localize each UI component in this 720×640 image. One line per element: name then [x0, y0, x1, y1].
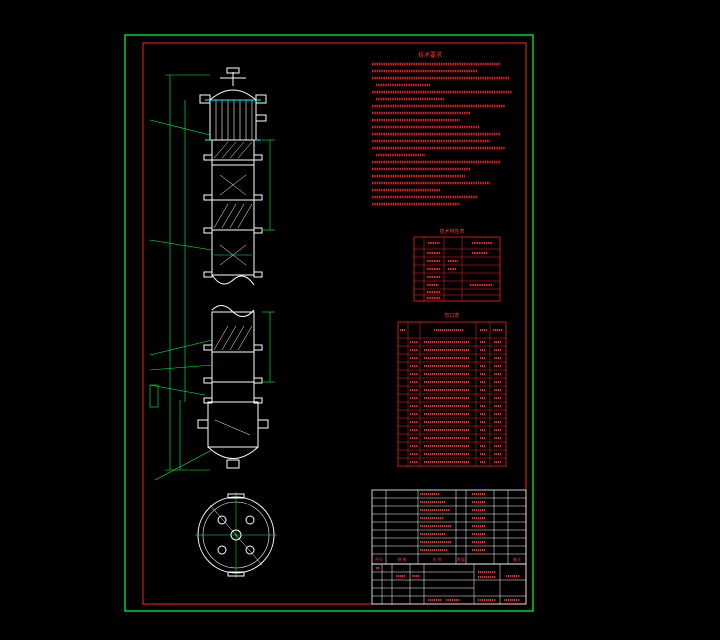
title-block — [371, 563, 527, 605]
column-elevation — [149, 67, 275, 481]
parts-header-no: 序号 — [375, 556, 383, 562]
table1-title: 技术特性表 — [439, 228, 464, 235]
technical-notes: 技术要求 — [372, 51, 512, 206]
section-view — [195, 492, 277, 578]
parts-header-remark: 备注 — [513, 556, 521, 562]
parts-header-name: 名 称 — [432, 556, 441, 562]
outer-frame — [124, 34, 534, 612]
table2-title: 管口表 — [444, 312, 459, 319]
notes-title: 技术要求 — [418, 51, 442, 59]
parts-header-qty: 数量 — [457, 556, 465, 562]
inner-frame — [142, 42, 527, 605]
nozzle-table: 管口表 — [397, 312, 507, 467]
parts-list: 序号 名 称 规 格 数量 备注 — [371, 489, 527, 565]
parts-header-spec: 规 格 — [397, 556, 406, 562]
technical-characteristics-table: 技术特性表 — [413, 228, 501, 302]
